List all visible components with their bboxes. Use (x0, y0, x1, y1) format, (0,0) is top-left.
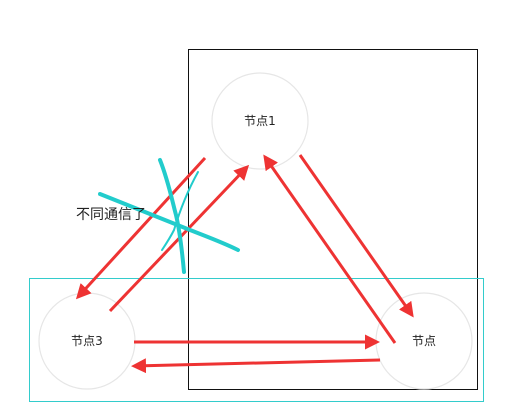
node3-label: 节点3 (71, 334, 103, 348)
node1-circle (211, 72, 309, 170)
cross-mark-stroke-2 (98, 192, 240, 252)
cross-mark-stroke-3 (161, 171, 199, 251)
arrow-node2-to-node3 (131, 358, 381, 374)
black-region-box (188, 49, 478, 390)
arrow-node1-to-node2 (298, 154, 414, 318)
annotation-label: 不同通信了 (76, 207, 146, 223)
arrow-node1-to-node3 (75, 156, 207, 300)
cyan-region-box (29, 278, 484, 402)
cross-mark-stroke-1 (158, 158, 186, 274)
arrow-node2-to-node1 (263, 154, 397, 344)
node1-label: 节点1 (244, 114, 276, 128)
node2-label: 节点 (412, 334, 436, 348)
